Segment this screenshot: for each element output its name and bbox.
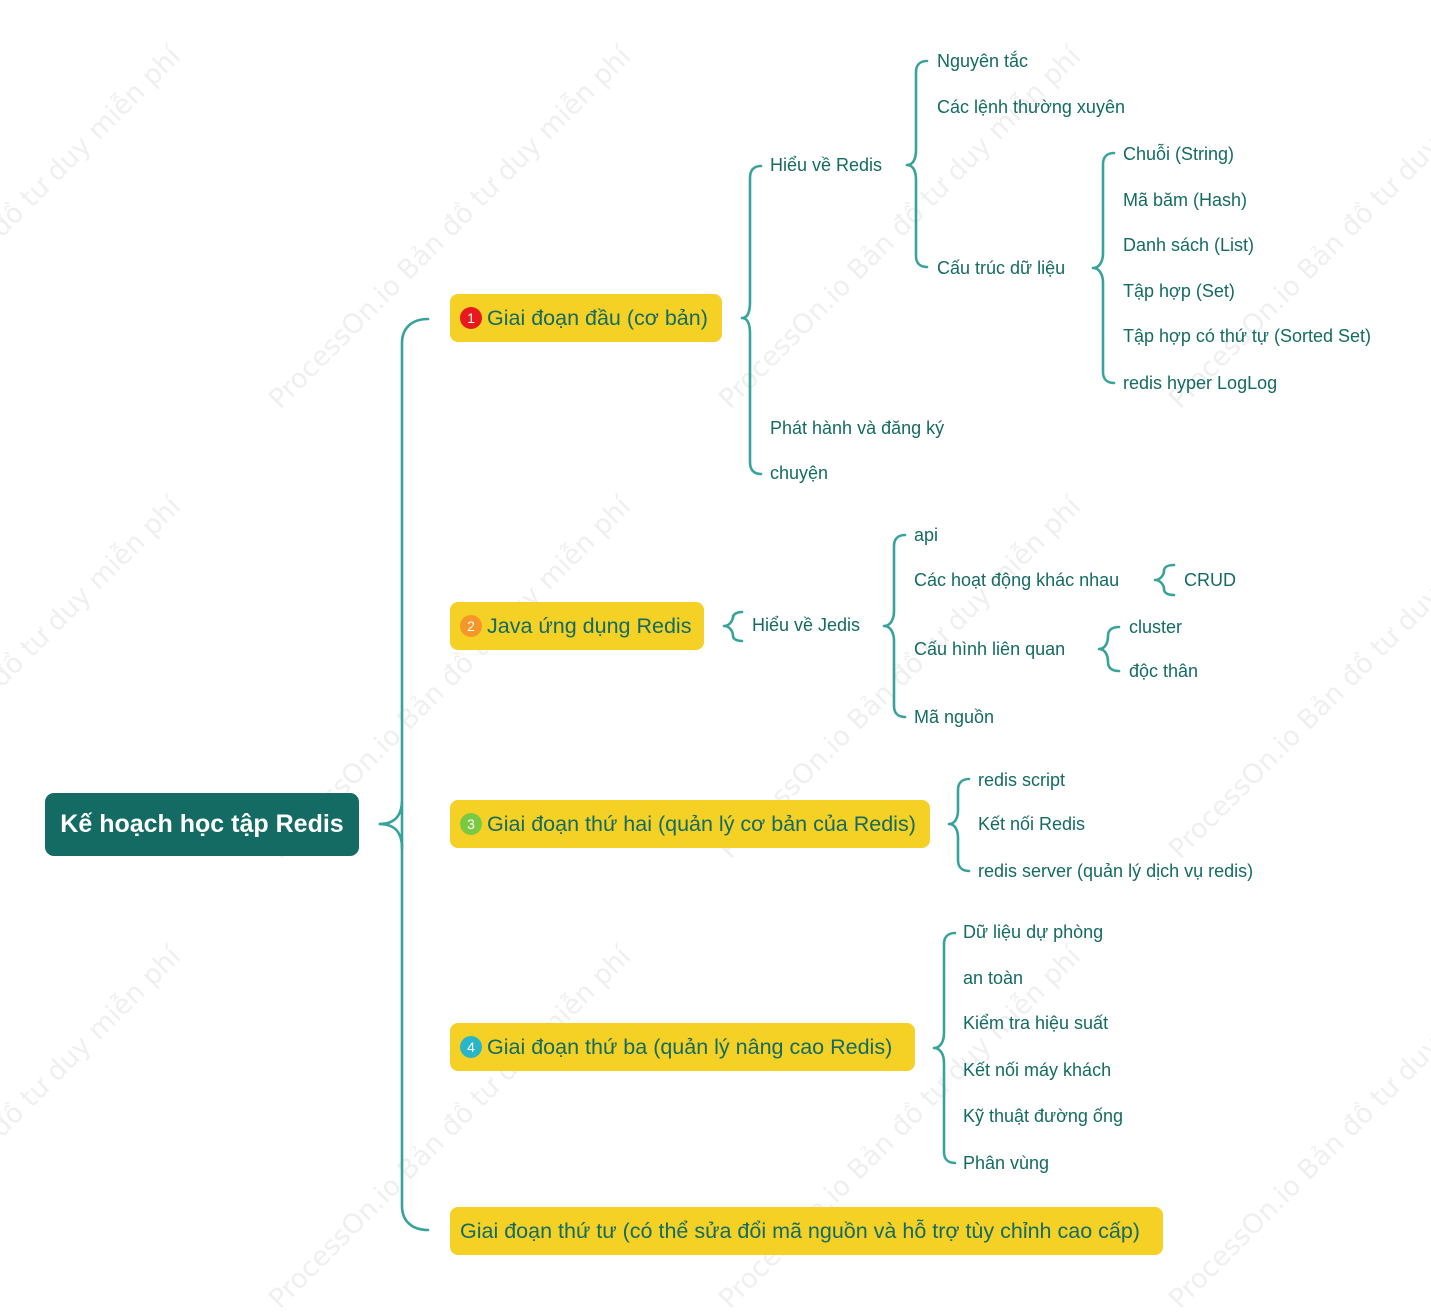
stage2-node[interactable]: 2 Java ứng dụng Redis	[450, 602, 704, 650]
priority-2-icon: 2	[460, 615, 482, 637]
connector-cau-truc	[1091, 151, 1116, 385]
stage3-item[interactable]: Kết nối Redis	[978, 814, 1086, 834]
connector-root-stem	[378, 822, 404, 850]
connector-hieu-jedis	[882, 533, 907, 719]
data-structure-item[interactable]: redis hyper LogLog	[1123, 373, 1278, 393]
connector-root	[378, 317, 430, 1232]
connector-hoat-dong	[1153, 563, 1176, 597]
stage5-node[interactable]: Giai đoạn thứ tư (có thể sửa đổi mã nguồ…	[450, 1207, 1163, 1255]
stage1-label: Giai đoạn đầu (cơ bản)	[487, 305, 708, 330]
stage4-item[interactable]: Kỹ thuật đường ống	[963, 1106, 1123, 1126]
connector-cau-hinh	[1097, 625, 1121, 673]
stage3-label: Giai đoạn thứ hai (quản lý cơ bản của Re…	[487, 811, 916, 836]
cau-truc-node[interactable]: Cấu trúc dữ liệu	[937, 258, 1066, 278]
hieu-jedis-node[interactable]: Hiểu về Jedis	[752, 615, 861, 635]
stage4-label: Giai đoạn thứ ba (quản lý nâng cao Redis…	[487, 1034, 893, 1059]
priority-4-icon: 4	[460, 1036, 482, 1058]
phat-hanh-node[interactable]: Phát hành và đăng ký	[770, 418, 945, 438]
api-node[interactable]: api	[914, 525, 939, 545]
nguyen-tac-node[interactable]: Nguyên tắc	[937, 51, 1029, 71]
stage4-node[interactable]: 4 Giai đoạn thứ ba (quản lý nâng cao Red…	[450, 1023, 915, 1071]
cac-lenh-node[interactable]: Các lệnh thường xuyên	[937, 97, 1125, 117]
stage5-label: Giai đoạn thứ tư (có thể sửa đổi mã nguồ…	[460, 1218, 1140, 1243]
connector-stage2	[722, 610, 744, 643]
priority-3-icon: 3	[460, 813, 482, 835]
data-structure-item[interactable]: Tập hợp có thứ tự (Sorted Set)	[1123, 326, 1372, 346]
data-structure-item[interactable]: Tập hợp (Set)	[1123, 281, 1235, 301]
stage4-item[interactable]: Kết nối máy khách	[963, 1060, 1112, 1080]
cluster-node[interactable]: cluster	[1129, 617, 1183, 637]
priority-1-icon: 1	[460, 307, 482, 329]
connector-stage4	[932, 931, 957, 1165]
data-structure-item[interactable]: Danh sách (List)	[1123, 235, 1255, 255]
ma-nguon-node[interactable]: Mã nguồn	[914, 707, 995, 727]
stage3-item[interactable]: redis server (quản lý dịch vụ redis)	[978, 861, 1254, 881]
root-node[interactable]: Kế hoạch học tập Redis	[45, 793, 359, 856]
stage4-item[interactable]: Phân vùng	[963, 1153, 1050, 1173]
connector-hieu-redis	[905, 59, 929, 269]
data-structure-item[interactable]: Chuỗi (String)	[1123, 144, 1235, 164]
hoat-dong-node[interactable]: Các hoạt động khác nhau	[914, 570, 1120, 590]
data-structure-item[interactable]: Mã băm (Hash)	[1123, 190, 1248, 210]
crud-node[interactable]: CRUD	[1184, 570, 1236, 590]
stage4-item[interactable]: Dữ liệu dự phòng	[963, 922, 1104, 942]
root-label: Kế hoạch học tập Redis	[60, 810, 344, 838]
cau-hinh-node[interactable]: Cấu hình liên quan	[914, 639, 1066, 659]
stage4-item[interactable]: Kiểm tra hiệu suất	[963, 1013, 1109, 1033]
stage4-item[interactable]: an toàn	[963, 968, 1024, 988]
stage2-label: Java ứng dụng Redis	[487, 613, 692, 638]
stage3-node[interactable]: 3 Giai đoạn thứ hai (quản lý cơ bản của …	[450, 800, 930, 848]
chuyen-node[interactable]: chuyện	[770, 463, 829, 483]
stage1-node[interactable]: 1 Giai đoạn đầu (cơ bản)	[450, 294, 722, 342]
stage3-item[interactable]: redis script	[978, 770, 1066, 790]
connector-stage1	[740, 164, 763, 476]
hieu-redis-node[interactable]: Hiểu về Redis	[770, 155, 883, 175]
doc-than-node[interactable]: độc thân	[1129, 661, 1199, 681]
connector-stage3	[947, 777, 971, 873]
